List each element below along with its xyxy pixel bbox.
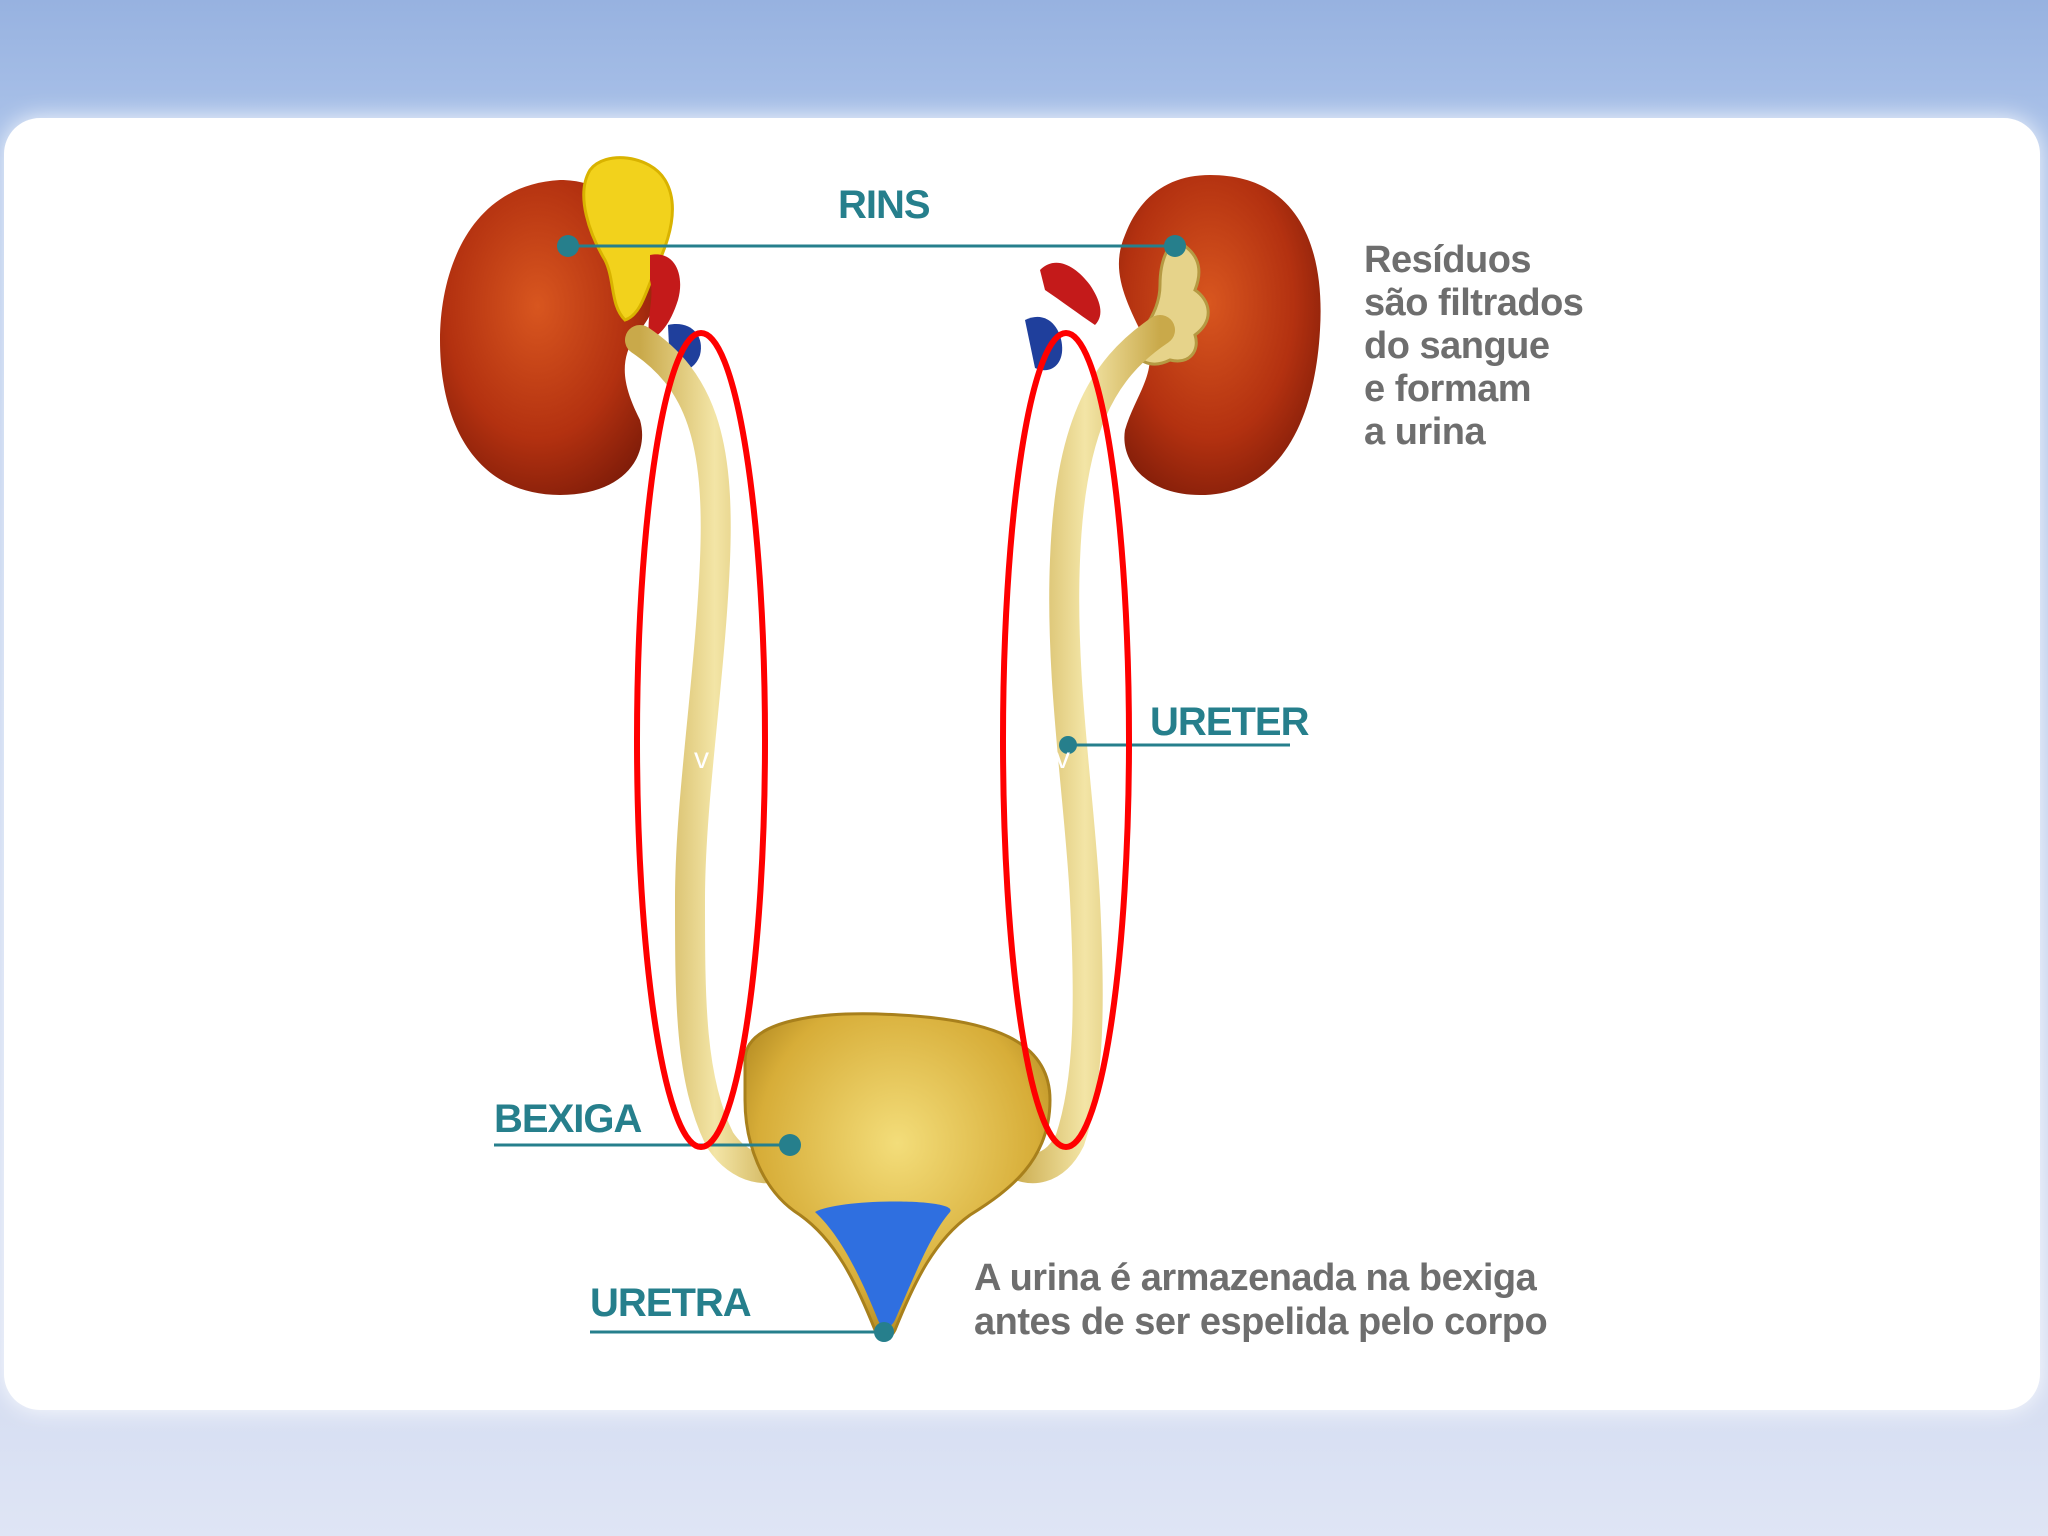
bladder-note: A urina é armazenada na bexiga antes de … xyxy=(974,1257,1548,1343)
left-kidney xyxy=(440,156,701,495)
svg-text:a urina: a urina xyxy=(1364,411,1486,453)
ureter-label: URETER xyxy=(1150,700,1310,744)
right-ureter-mark: v xyxy=(1055,742,1070,775)
svg-text:e formam: e formam xyxy=(1364,368,1531,410)
svg-text:Resíduos: Resíduos xyxy=(1364,239,1531,281)
kidney-note: Resíduos são filtrados do sangue e forma… xyxy=(1364,239,1584,453)
left-ureter-highlight xyxy=(634,330,768,1150)
rins-label: RINS xyxy=(838,183,930,227)
left-renal-artery xyxy=(648,254,681,340)
svg-text:são filtrados: são filtrados xyxy=(1364,282,1583,324)
right-ureter xyxy=(995,315,1175,1184)
left-ureter xyxy=(625,325,805,1184)
right-renal-vein xyxy=(1025,316,1063,371)
bladder xyxy=(743,1012,1052,1339)
svg-text:do sangue: do sangue xyxy=(1364,325,1550,367)
label-leaders xyxy=(494,235,1290,1342)
right-renal-artery xyxy=(1040,262,1101,325)
bexiga-label: BEXIGA xyxy=(494,1097,641,1141)
left-ureter-mark: v xyxy=(694,742,709,775)
slide-panel xyxy=(4,118,2040,1410)
urine-in-bladder xyxy=(815,1201,951,1328)
svg-text:A urina é armazenada na bexiga: A urina é armazenada na bexiga xyxy=(974,1257,1538,1299)
right-ureter-highlight xyxy=(1000,330,1132,1150)
svg-text:antes de ser espelida pelo cor: antes de ser espelida pelo corpo xyxy=(974,1301,1547,1343)
uretra-label: URETRA xyxy=(590,1281,751,1325)
